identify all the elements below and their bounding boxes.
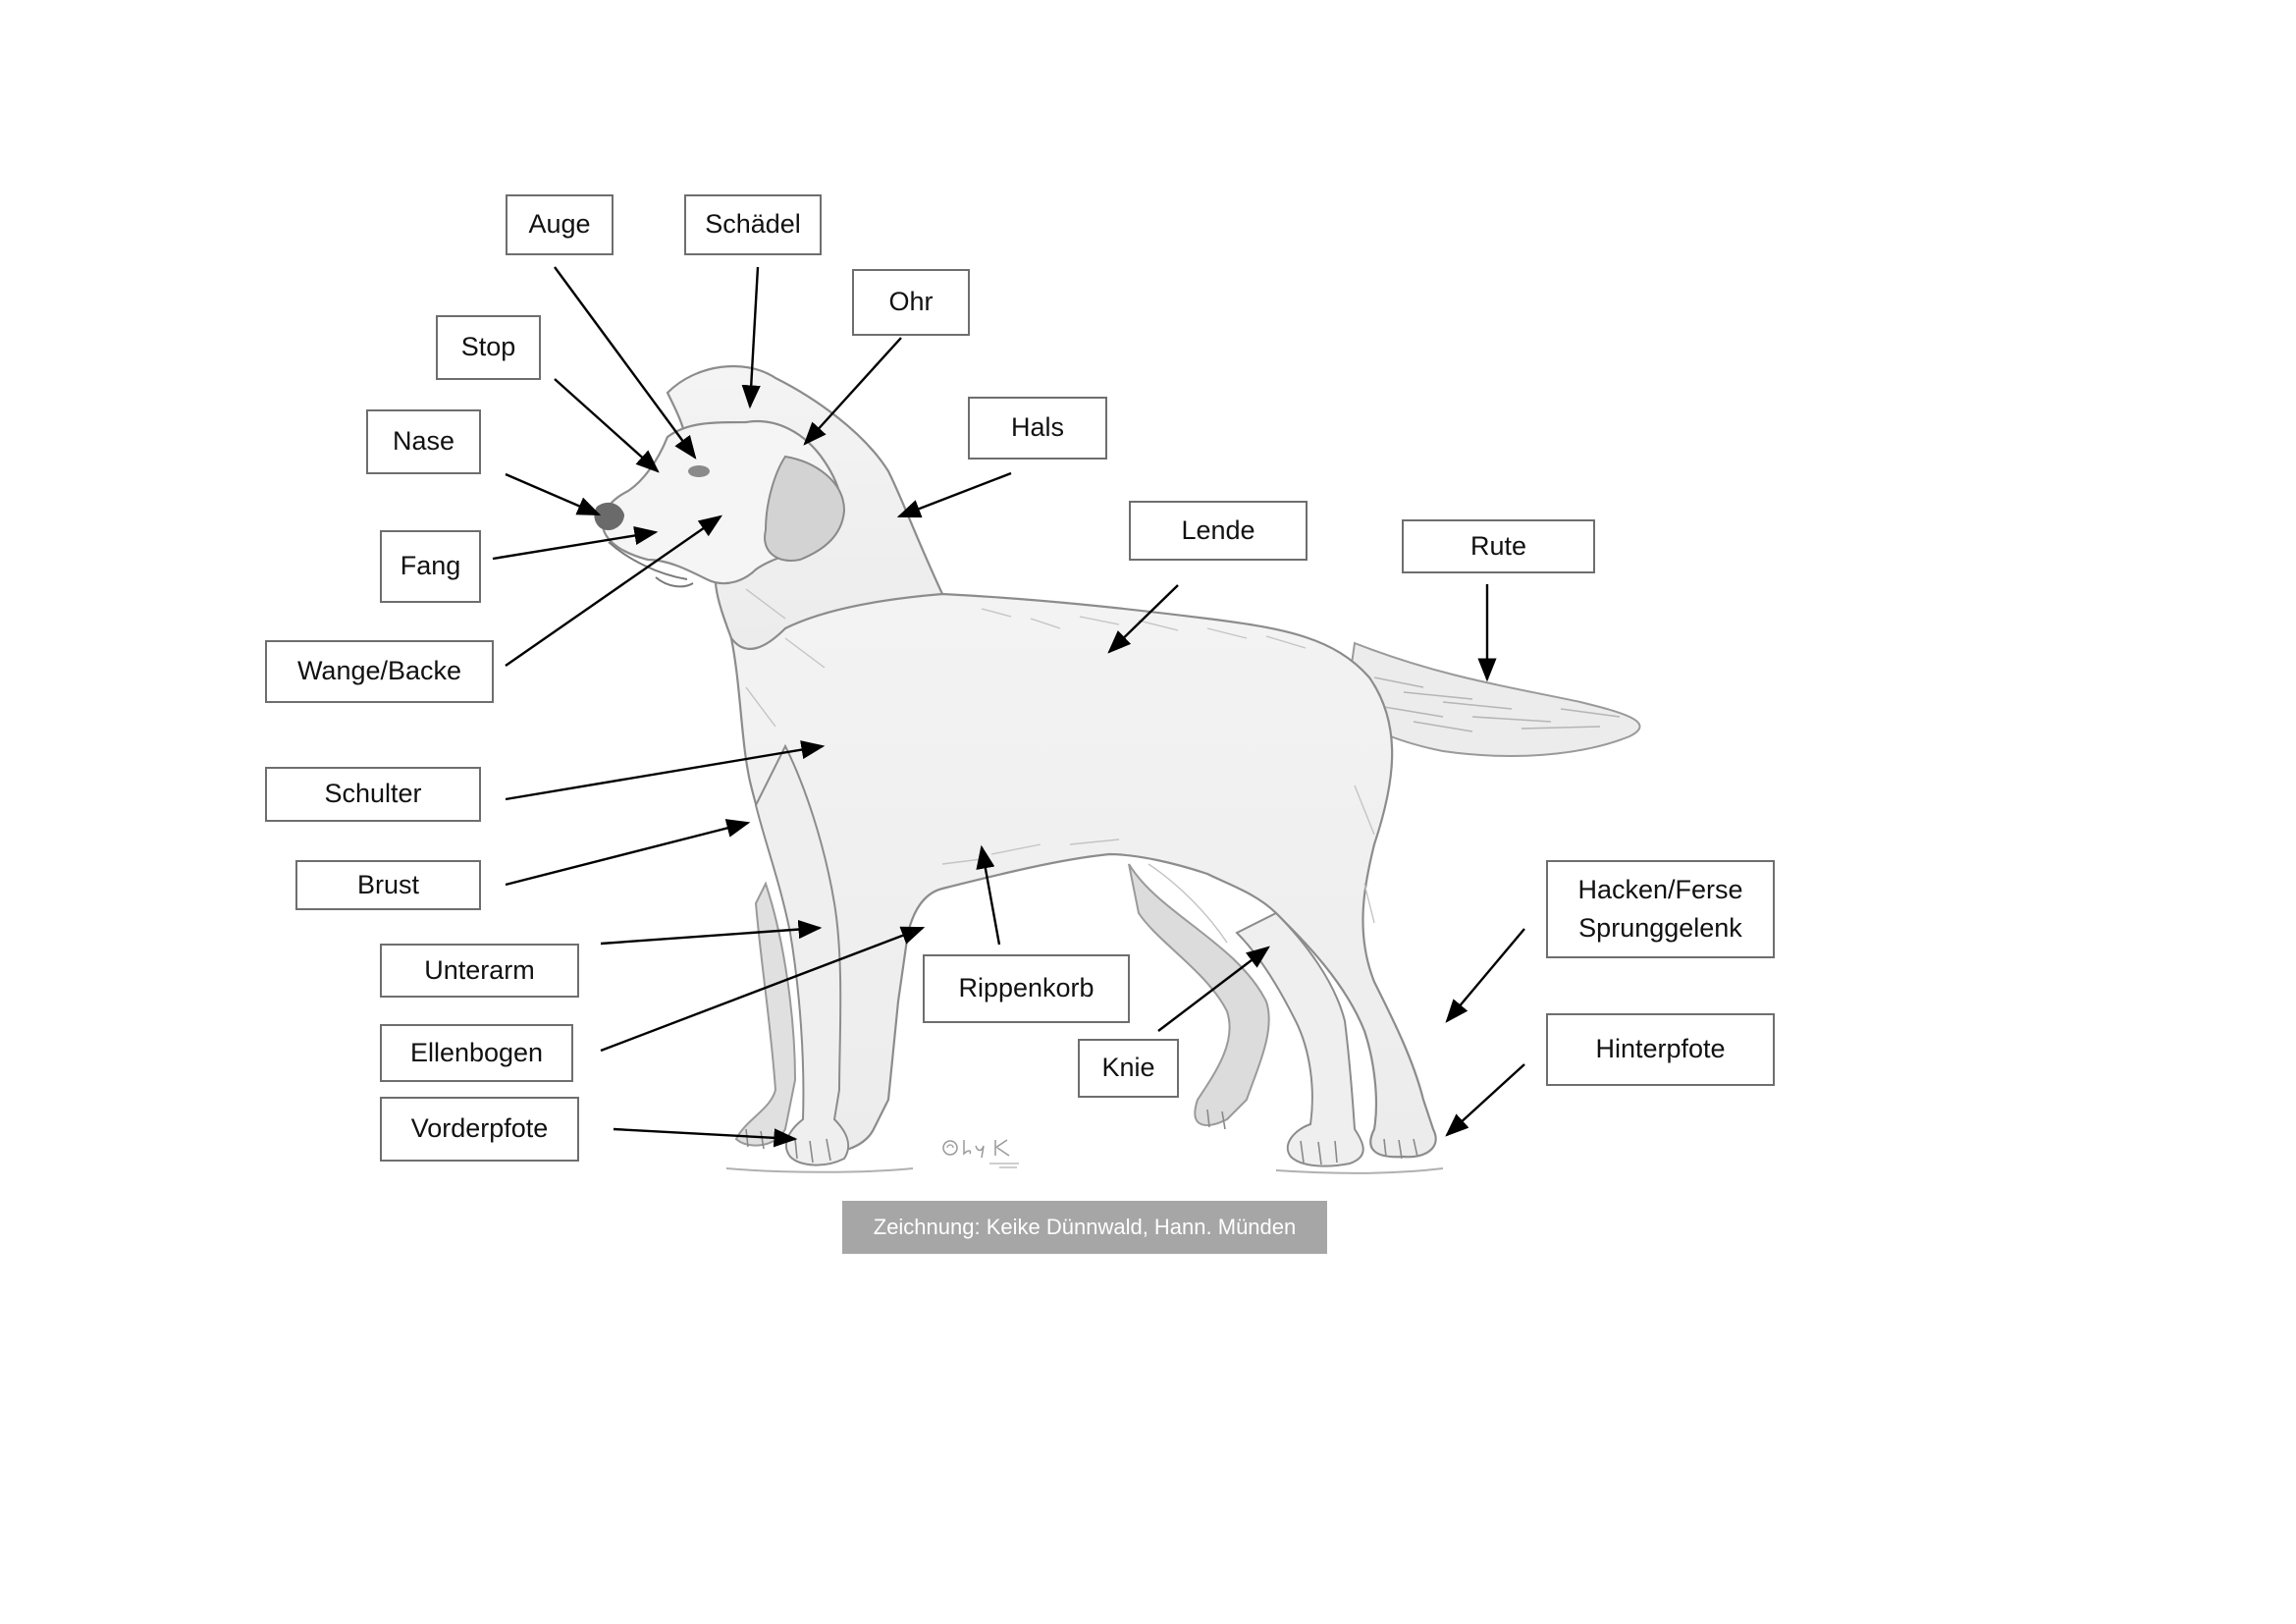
- near-hind-leg: [1235, 911, 1364, 1167]
- arrow-fang: [492, 525, 659, 561]
- arrow-wange-backe: [505, 514, 722, 667]
- label-rippenkorb: Rippenkorb: [923, 954, 1130, 1023]
- label-schulter: Schulter: [265, 767, 481, 822]
- label-auge: Auge: [506, 194, 614, 255]
- arrow-nase: [505, 472, 602, 516]
- artist-signature: [942, 1139, 1019, 1168]
- label-ohr: Ohr: [852, 269, 970, 336]
- arrow-lende: [1107, 584, 1179, 654]
- arrow-knie: [1157, 946, 1270, 1032]
- arrow-schaedel: [741, 266, 761, 409]
- near-front-leg: [754, 743, 850, 1166]
- dog-ear: [764, 455, 846, 562]
- label-wange-backe: Wange/Backe: [265, 640, 494, 703]
- label-stop: Stop: [436, 315, 541, 380]
- label-brust: Brust: [295, 860, 481, 910]
- arrow-brust: [505, 819, 751, 887]
- arrow-schulter: [505, 740, 826, 801]
- arrow-hacken: [1445, 928, 1525, 1023]
- label-hinterpfote: Hinterpfote: [1546, 1013, 1775, 1086]
- label-hals: Hals: [968, 397, 1107, 460]
- arrow-ohr: [803, 337, 902, 446]
- label-lende: Lende: [1129, 501, 1308, 561]
- label-fang: Fang: [380, 530, 481, 603]
- label-knie: Knie: [1078, 1039, 1179, 1098]
- label-hacken-ferse-sprunggelenk: Hacken/Ferse Sprunggelenk: [1546, 860, 1775, 958]
- arrow-stop: [554, 378, 660, 473]
- arrow-unterarm: [600, 919, 823, 946]
- arrow-hals: [896, 471, 1012, 518]
- label-rute: Rute: [1402, 519, 1595, 573]
- dog-mouth: [608, 541, 688, 580]
- label-vorderpfote: Vorderpfote: [380, 1097, 579, 1162]
- drawing-credit-caption: Zeichnung: Keike Dünnwald, Hann. Münden: [842, 1201, 1327, 1254]
- arrow-vorderpfote: [613, 1127, 798, 1148]
- label-nase: Nase: [366, 409, 481, 474]
- dog-nose: [594, 502, 624, 531]
- arrow-auge: [554, 266, 697, 460]
- far-front-leg: [734, 881, 797, 1147]
- arrow-ellenbogen: [600, 926, 926, 1053]
- label-schaedel: Schädel: [684, 194, 822, 255]
- label-unterarm: Unterarm: [380, 944, 579, 998]
- dog-eye: [688, 465, 710, 477]
- label-ellenbogen: Ellenbogen: [380, 1024, 573, 1082]
- arrow-rippenkorb: [976, 844, 1001, 946]
- arrow-hinterpfote: [1445, 1063, 1525, 1137]
